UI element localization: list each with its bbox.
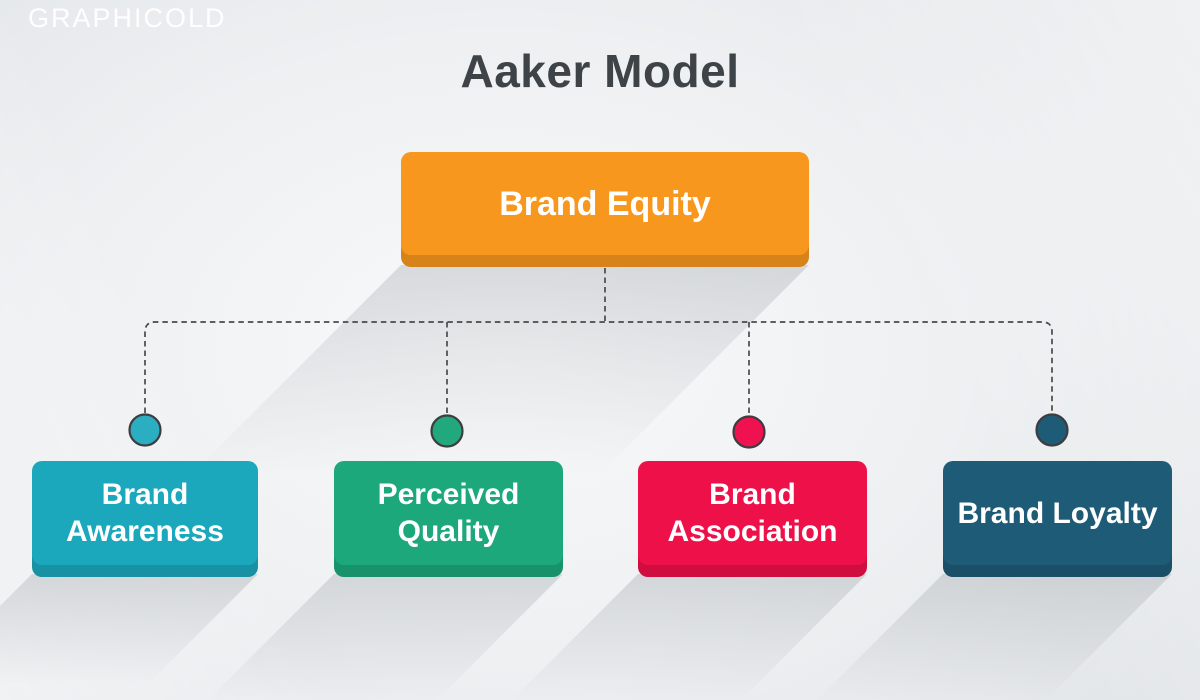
node-label: Brand Awareness [66, 478, 224, 548]
child-box-shadow [512, 574, 867, 700]
dot-brand-awareness [128, 413, 162, 447]
child-box-shadow [817, 574, 1172, 700]
dot-perceived-quality [430, 414, 464, 448]
dot-brand-loyalty [1035, 413, 1069, 447]
node-brand-loyalty: Brand Loyalty [943, 461, 1172, 577]
node-brand-association: Brand Association [638, 461, 867, 577]
node-label: Brand Equity [499, 184, 711, 223]
node-label: Brand Loyalty [957, 496, 1158, 530]
dot-brand-association [732, 415, 766, 449]
node-perceived-quality: Perceived Quality [334, 461, 563, 577]
root-box-shadow [191, 265, 809, 475]
node-label: Perceived Quality [377, 478, 520, 548]
long-shadows [0, 265, 1172, 700]
node-brand-awareness: Brand Awareness [32, 461, 258, 577]
child-box-shadow [0, 574, 258, 684]
connector-lines [144, 268, 1053, 415]
branch-dots [128, 413, 1069, 449]
graphicold-watermark: GRAPHICOLD [28, 3, 227, 33]
child-box-shadow [208, 574, 563, 700]
node-label: Brand Association [667, 478, 838, 548]
page-title: Aaker Model [460, 45, 740, 97]
node-brand-equity: Brand Equity [401, 152, 809, 267]
